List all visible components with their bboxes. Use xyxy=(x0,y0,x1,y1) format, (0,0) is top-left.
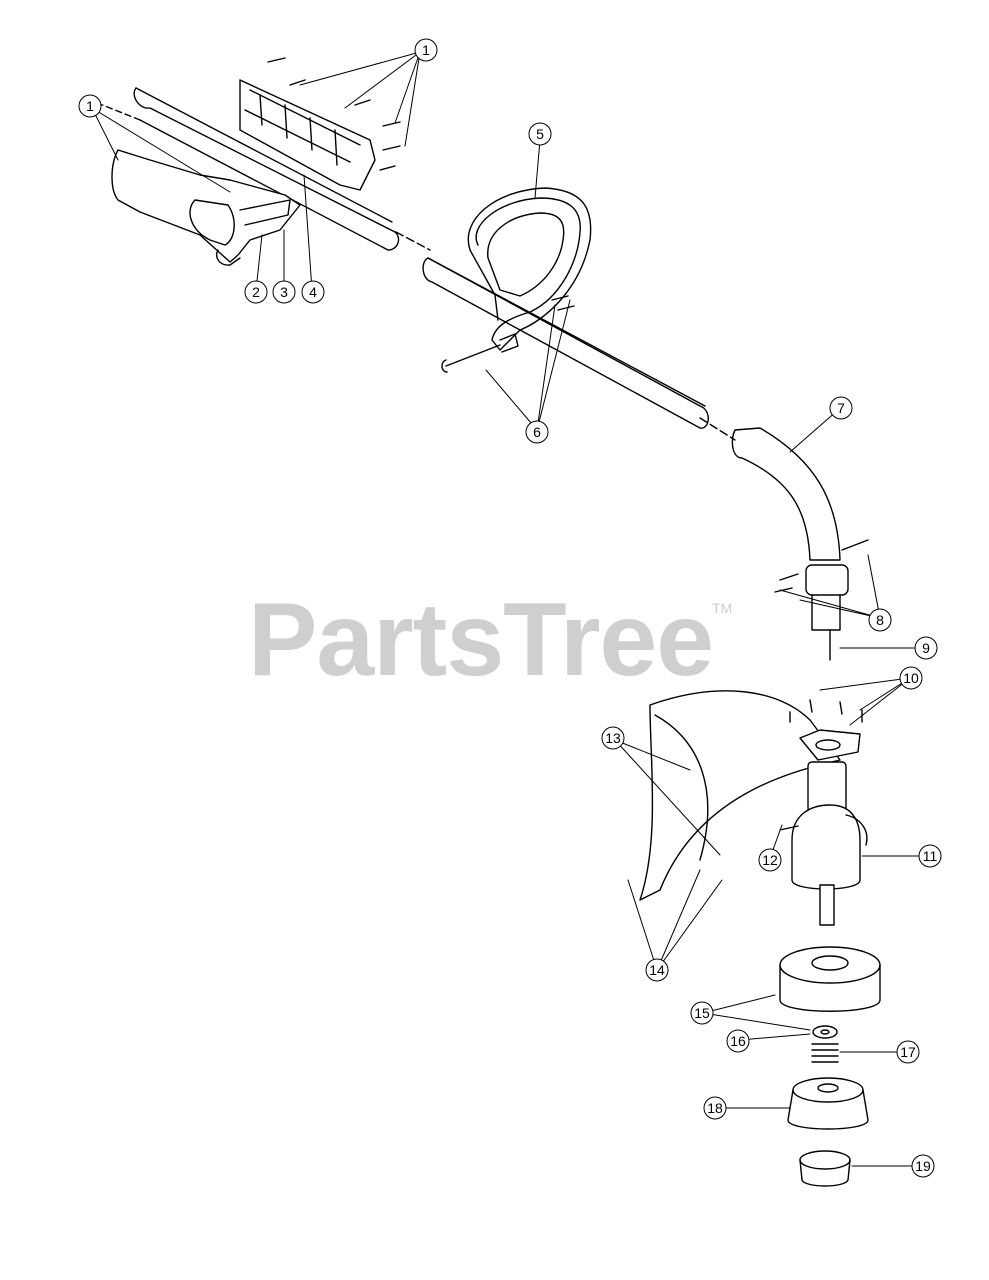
callout-5: 5 xyxy=(528,122,552,146)
callout-3: 3 xyxy=(272,280,296,304)
callout-4: 4 xyxy=(301,280,325,304)
svg-text:1: 1 xyxy=(422,42,430,58)
main-shaft xyxy=(422,257,709,429)
svg-text:17: 17 xyxy=(900,1044,916,1060)
svg-text:7: 7 xyxy=(837,400,845,416)
partstree-watermark: PartsTree xyxy=(248,582,714,698)
svg-text:3: 3 xyxy=(280,284,288,300)
curved-lower-tube xyxy=(699,417,841,561)
tube-clamp xyxy=(774,539,869,661)
housing-screws xyxy=(267,57,401,171)
callout-19: 19 xyxy=(911,1154,935,1178)
trademark-mark: TM xyxy=(712,600,733,616)
spool-housing xyxy=(779,946,881,1012)
assist-handle xyxy=(467,187,592,351)
upper-shaft-tube xyxy=(99,87,431,251)
callout-16: 16 xyxy=(726,1029,750,1053)
spool xyxy=(787,1077,869,1130)
svg-text:14: 14 xyxy=(649,962,665,978)
handle-bolt xyxy=(441,333,519,373)
svg-text:11: 11 xyxy=(923,848,938,864)
svg-text:5: 5 xyxy=(536,126,544,142)
guard-bracket xyxy=(789,699,863,761)
callout-13: 13 xyxy=(601,726,625,750)
callout-10: 10 xyxy=(899,666,923,690)
gear-head xyxy=(779,761,868,926)
svg-text:19: 19 xyxy=(915,1158,931,1174)
svg-text:2: 2 xyxy=(252,284,260,300)
callout-2: 2 xyxy=(244,280,268,304)
spring xyxy=(811,1043,839,1063)
callout-9: 9 xyxy=(914,636,938,660)
bump-knob xyxy=(799,1150,851,1187)
svg-text:12: 12 xyxy=(762,852,778,868)
throttle-housing xyxy=(111,149,301,266)
callout-8: 8 xyxy=(868,608,892,632)
leader-lines xyxy=(91,51,926,1167)
svg-text:13: 13 xyxy=(605,730,621,746)
callout-11: 11 xyxy=(918,844,942,868)
callout-14: 14 xyxy=(645,958,669,982)
svg-text:10: 10 xyxy=(903,670,919,686)
svg-text:4: 4 xyxy=(309,284,317,300)
svg-text:6: 6 xyxy=(533,424,541,440)
washer xyxy=(812,1025,838,1039)
grass-guard xyxy=(639,690,841,901)
callout-18: 18 xyxy=(703,1096,727,1120)
svg-text:15: 15 xyxy=(694,1005,710,1021)
svg-text:8: 8 xyxy=(876,612,884,628)
callout-17: 17 xyxy=(896,1040,920,1064)
svg-text:9: 9 xyxy=(922,640,930,656)
callout-1a: 1 xyxy=(414,38,438,62)
upper-housing xyxy=(239,79,376,191)
svg-text:16: 16 xyxy=(730,1033,746,1049)
callout-12: 12 xyxy=(758,848,782,872)
callout-1b: 1 xyxy=(78,94,102,118)
svg-text:18: 18 xyxy=(707,1100,723,1116)
callout-6: 6 xyxy=(525,420,549,444)
svg-text:1: 1 xyxy=(86,98,94,114)
callout-7: 7 xyxy=(829,396,853,420)
callout-15: 15 xyxy=(690,1001,714,1025)
